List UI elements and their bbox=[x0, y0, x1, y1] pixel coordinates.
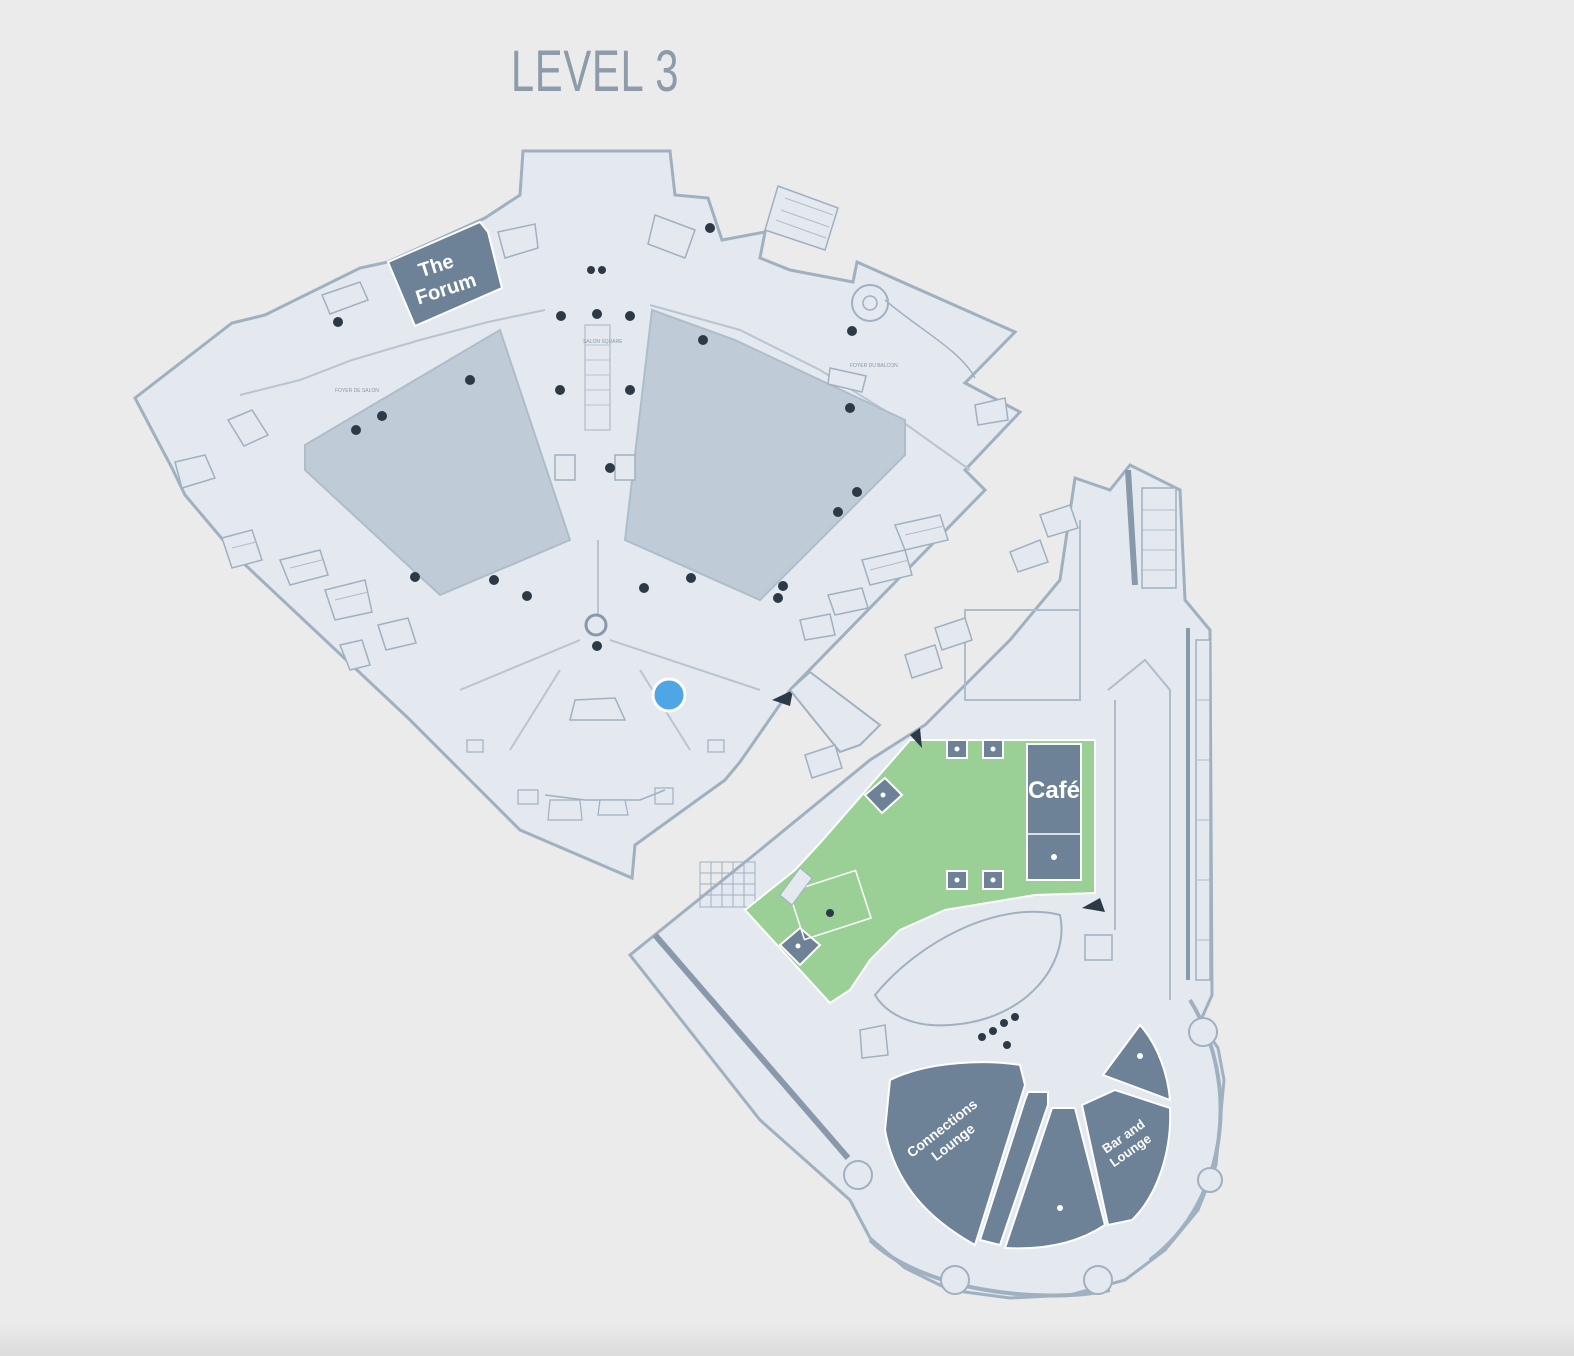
svg-text:SALON SQUARE: SALON SQUARE bbox=[583, 339, 623, 345]
level-title: LEVEL 3 bbox=[510, 39, 680, 104]
west-building-floor bbox=[133, 149, 1023, 881]
upper-lounge-room[interactable] bbox=[1101, 1023, 1172, 1102]
west-stairs bbox=[174, 185, 1009, 671]
cafe-room[interactable]: Café bbox=[1026, 743, 1082, 881]
east-amenity-icons bbox=[978, 1013, 1019, 1049]
east-stair-treads bbox=[1142, 509, 1210, 941]
bar-and-lounge-room[interactable]: Bar and Lounge bbox=[1080, 1088, 1172, 1227]
central-courtyard bbox=[873, 910, 1063, 1027]
west-hall-left bbox=[304, 328, 572, 597]
cafe-area-highlight[interactable] bbox=[743, 739, 1096, 1005]
svg-text:FOYER DE SALON: FOYER DE SALON bbox=[335, 388, 379, 394]
bottom-bar bbox=[0, 1322, 1574, 1356]
connections-lounge-room[interactable]: Connections Lounge bbox=[883, 1061, 1027, 1247]
direction-arrow-icon bbox=[772, 690, 793, 706]
east-building: Café Connections Lounge bbox=[627, 463, 1226, 1300]
svg-text:FOYER DU BALCON: FOYER DU BALCON bbox=[850, 363, 898, 369]
center-lounge-room[interactable] bbox=[1003, 1107, 1107, 1250]
bridge-arrow-icon bbox=[910, 728, 922, 748]
east-arrow-icon bbox=[1082, 898, 1105, 912]
west-amenity-icons bbox=[333, 223, 862, 651]
cafe-label: Café bbox=[1028, 777, 1080, 804]
west-building: The Forum bbox=[133, 149, 1023, 881]
connecting-bridge bbox=[788, 670, 882, 754]
you-are-here-dot bbox=[651, 677, 687, 713]
east-stairs bbox=[804, 487, 1211, 1059]
east-grid bbox=[699, 861, 756, 908]
west-stair-treads bbox=[231, 197, 945, 601]
west-hall-right bbox=[623, 308, 906, 602]
rotunda-bumps bbox=[843, 1017, 1223, 1295]
the-forum-room[interactable]: The Forum bbox=[386, 220, 504, 328]
